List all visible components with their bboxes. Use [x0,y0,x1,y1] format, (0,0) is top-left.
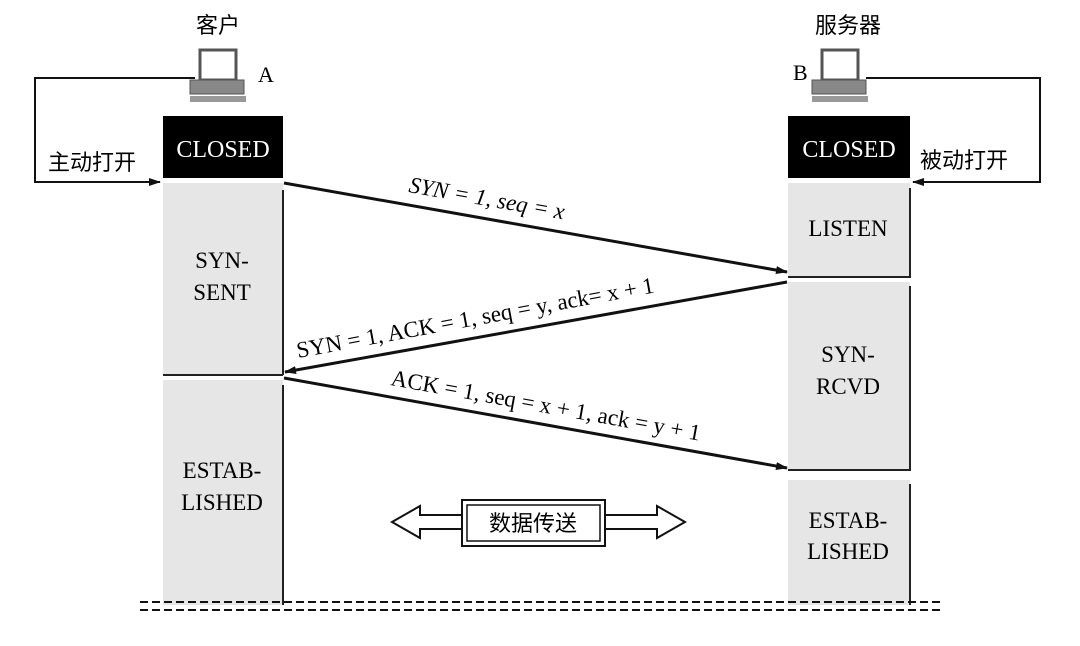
data-transfer-label: 数据传送 [489,512,577,537]
server-computer-icon [811,48,868,102]
server-listen-label: LISTEN [808,216,888,241]
client-host-label: A [258,62,274,87]
ack-arrow [283,376,788,471]
server-established-label-2: LISHED [807,539,889,564]
server-title: 服务器 [815,14,881,39]
server-state-established [788,480,910,605]
syn-arrow [283,181,788,275]
syn-label: SYN = 1, seq = x [407,172,567,224]
syn-ack-arrow [284,280,788,374]
client-state-established [163,380,283,605]
server-state-listen [788,183,910,277]
server-state-closed [788,116,910,178]
client-computer-icon [189,48,246,102]
server-closed-label: CLOSED [802,137,895,163]
syn-ack-label: SYN = 1, ACK = 1, seq = y, ack= x + 1 [294,273,656,363]
server-syn-rcvd-label-1: SYN- [821,342,875,367]
client-established-label-2: LISHED [181,490,263,515]
server-open-loop [866,77,1041,186]
client-open-loop [34,77,195,186]
server-open-label: 被动打开 [920,149,1008,174]
server-state-syn-rcvd [788,282,910,470]
client-state-closed [163,116,283,178]
client-title: 客户 [196,14,240,39]
client-state-syn-sent [163,183,283,375]
server-syn-rcvd-label-2: RCVD [816,374,880,399]
server-host-label: B [793,60,808,85]
client-syn-sent-label-2: SENT [193,280,251,305]
client-established-label-1: ESTAB- [183,458,262,483]
data-transfer-box [461,499,606,547]
client-closed-label: CLOSED [176,137,269,163]
client-open-label: 主动打开 [48,151,136,176]
server-established-label-1: ESTAB- [809,508,888,533]
client-syn-sent-label-1: SYN- [195,248,249,273]
